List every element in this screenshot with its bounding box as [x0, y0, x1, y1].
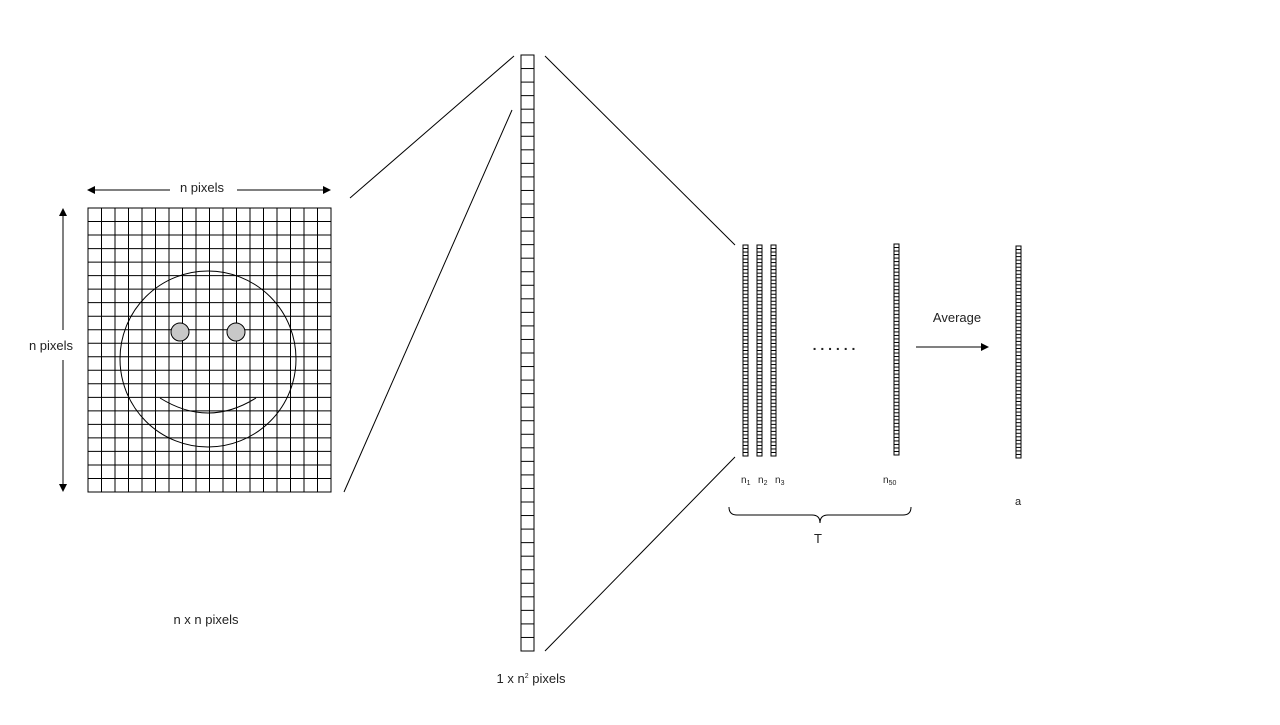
curly-brace [728, 506, 912, 524]
expand-projection-lines [544, 55, 736, 652]
vector-label-n50: n50 [883, 475, 896, 487]
height-label: n pixels [29, 338, 74, 353]
face-outline [119, 270, 297, 448]
vector-label-n2: n2 [758, 475, 768, 487]
flatten-projection-lines [343, 55, 515, 493]
pixel-grid [87, 207, 332, 493]
vector-label-n3: n3 [775, 475, 785, 487]
flattened-vector-column [520, 54, 535, 652]
ellipsis: . . . . . . [813, 337, 856, 353]
vector-n50 [893, 243, 900, 456]
vector-n1 [742, 244, 749, 457]
average-label: Average [933, 310, 981, 325]
width-label: n pixels [180, 180, 225, 195]
flattened-vector-caption: 1 x n2 pixels [497, 671, 566, 686]
vector-label-n1: n1 [741, 475, 751, 487]
smile-mouth [159, 397, 257, 414]
vector-set [742, 243, 1022, 459]
right-eye [226, 322, 246, 342]
result-label: a [1015, 496, 1022, 508]
smiley-face [119, 270, 297, 448]
vector-a [1015, 245, 1022, 459]
flattened-vector [520, 54, 535, 652]
brace-label: T [814, 531, 822, 546]
left-eye [170, 322, 190, 342]
caption-superscript: 2 [525, 673, 529, 680]
vector-n3 [770, 244, 777, 457]
grid-caption: n x n pixels [173, 612, 239, 627]
vector-n2 [756, 244, 763, 457]
